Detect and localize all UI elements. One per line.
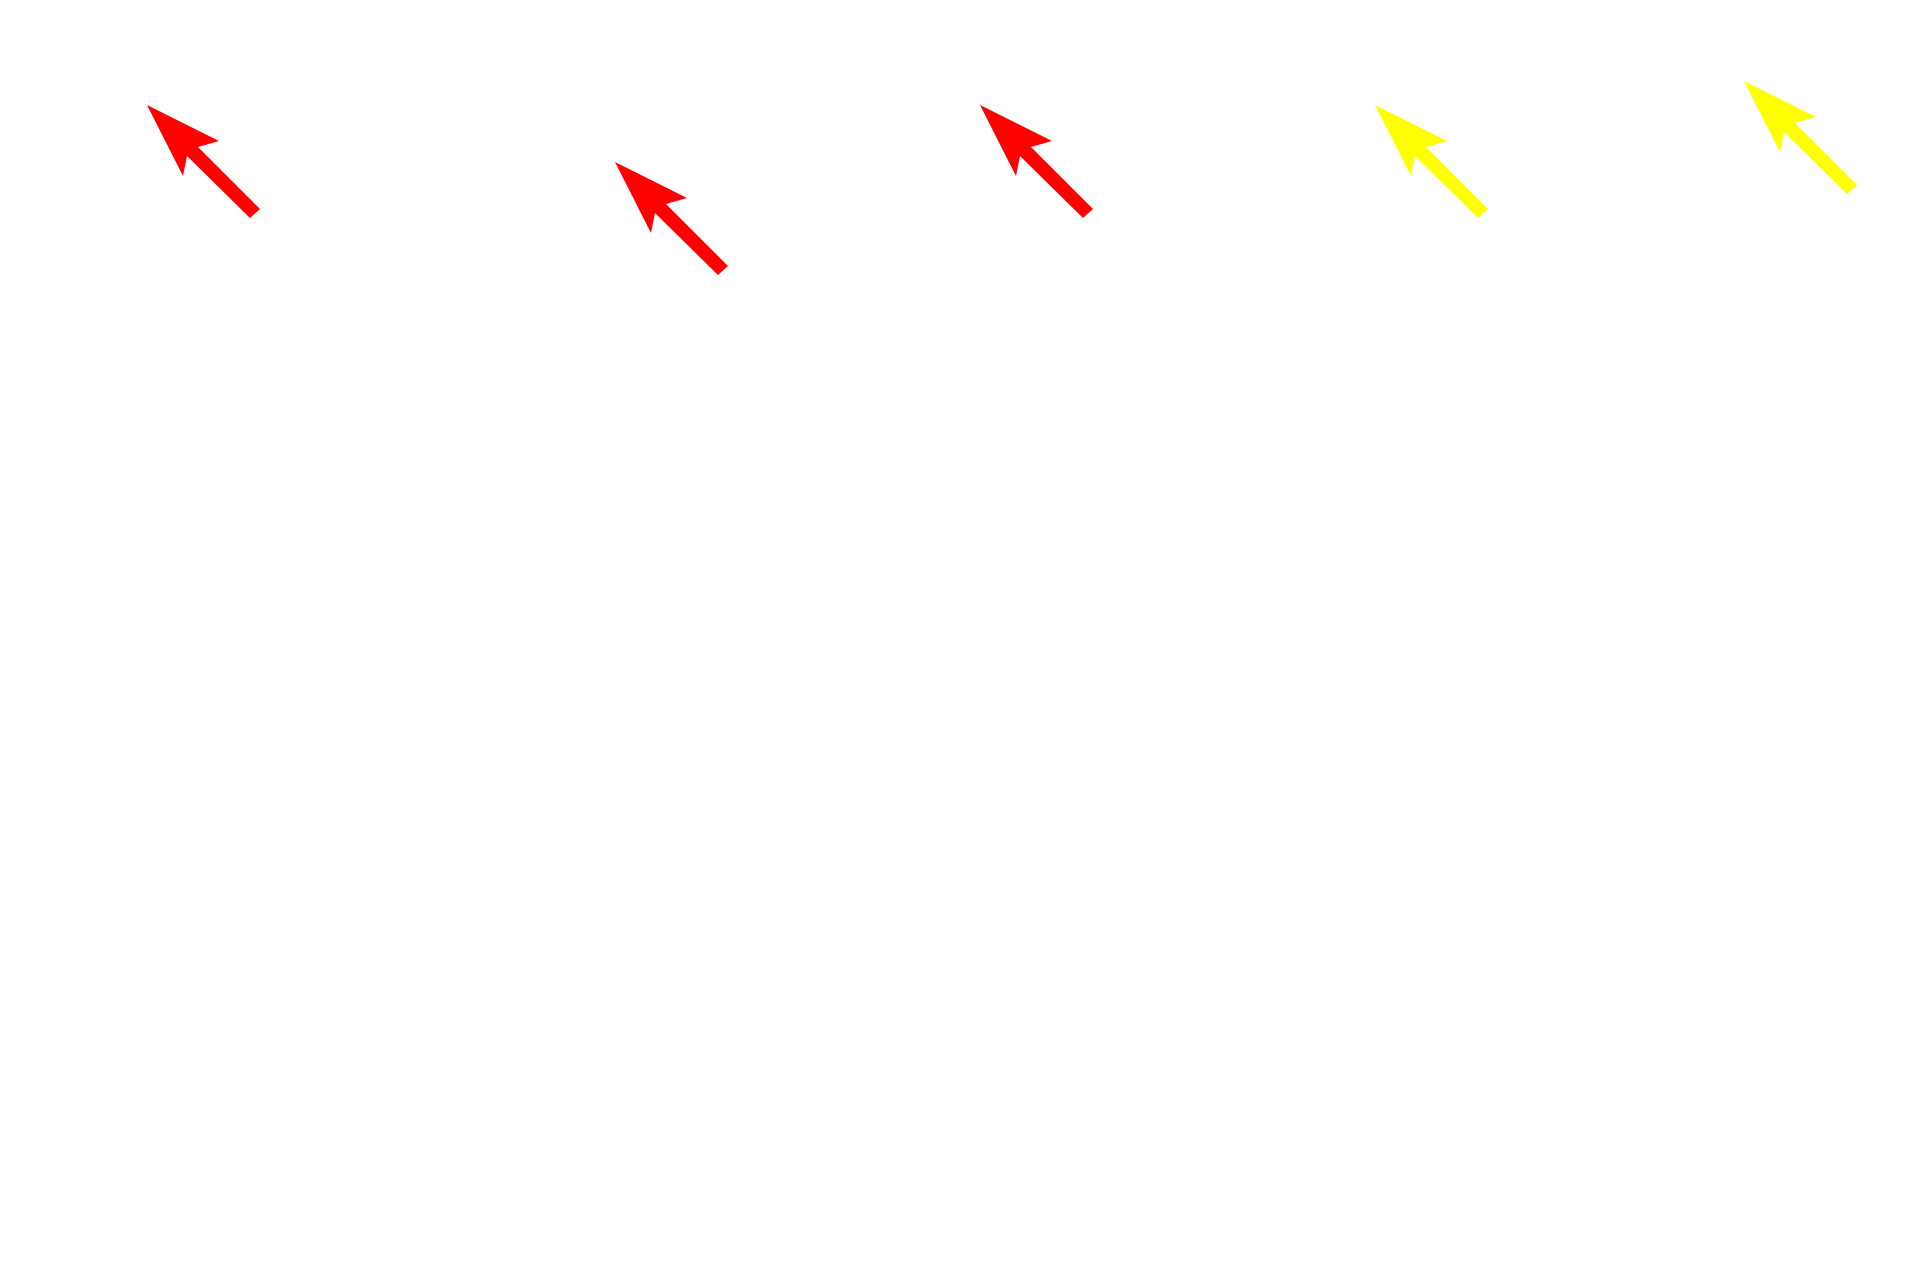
- red-arrow-icon: [980, 105, 1093, 218]
- red-arrow-icon: [147, 105, 260, 218]
- yellow-arrow-icon: [1744, 81, 1857, 194]
- red-arrow-icon: [615, 162, 728, 275]
- yellow-arrow-icon: [1375, 105, 1488, 218]
